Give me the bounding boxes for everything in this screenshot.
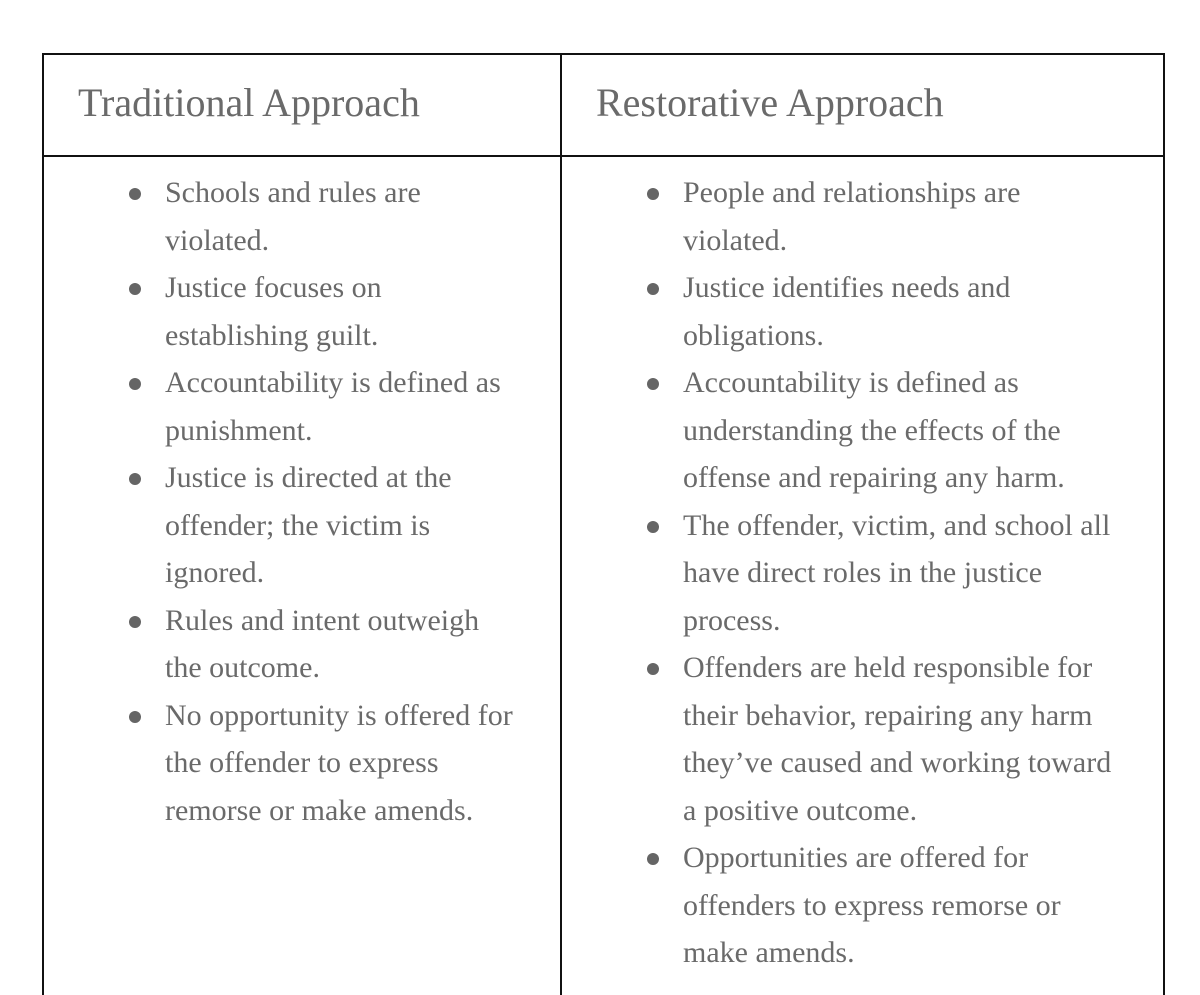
list-item: Rules and intent outweigh the outcome. [44, 597, 560, 692]
list-item-line: violated. [683, 223, 788, 257]
bullet-icon [647, 283, 659, 295]
bullet-icon [647, 520, 659, 533]
list-item: The offender, victim, and school all have… [562, 502, 1163, 645]
column-traditional: Traditional Approach Schools and rules a… [44, 55, 562, 995]
list-item-line: punishment. [165, 413, 313, 447]
list-item-line: offenders to express remorse or [683, 888, 1061, 922]
column-header-traditional: Traditional Approach [44, 55, 560, 157]
list-item-line: Justice is directed at the [165, 461, 452, 494]
bullet-icon [647, 853, 659, 865]
bullet-icon [129, 378, 141, 390]
list-item-line: No opportunity is offered for [165, 698, 513, 732]
bullet-icon [647, 378, 659, 390]
comparison-table: Traditional Approach Schools and rules a… [42, 53, 1165, 995]
list-item-line: Offenders are held responsible for [683, 651, 1093, 684]
column-header-restorative: Restorative Approach [562, 55, 1163, 157]
list-item: People and relationships are violated. [562, 169, 1163, 264]
list-item: Accountability is defined as punishment. [44, 359, 560, 454]
list-item-line: understanding the effects of the [683, 413, 1061, 447]
bullet-icon [129, 283, 141, 295]
list-item-line: offender; the victim is [165, 508, 431, 542]
bullet-icon [647, 188, 659, 200]
list-item-line: a positive outcome. [683, 793, 918, 827]
bullet-list-traditional: Schools and rules are violated. Justice fo… [44, 169, 560, 834]
list-item-line: Rules and intent outweigh [165, 603, 480, 637]
list-item-line: the outcome. [165, 651, 320, 684]
list-item-line: offense and repairing any harm. [683, 461, 1065, 494]
list-item-line: the offender to express [165, 746, 439, 779]
list-item-line: Opportunities are offered for [683, 841, 1029, 874]
list-item-line: ignored. [165, 556, 265, 589]
bullet-icon [129, 615, 141, 628]
list-item: Justice focuses on establishing guilt. [44, 264, 560, 359]
list-item: No opportunity is offered for the offende… [44, 692, 560, 835]
list-item-line: violated. [165, 223, 270, 257]
bullet-list-restorative: People and relationships are violated. Jus… [562, 169, 1163, 977]
list-item: Justice identifies needs and obligations. [562, 264, 1163, 359]
list-item-line: obligations. [683, 318, 824, 352]
list-item-line: Justice identifies needs and [683, 271, 1011, 304]
bullet-icon [129, 710, 141, 723]
list-item-line: Accountability is defined as [165, 366, 501, 399]
list-item-line: make amends. [683, 936, 855, 969]
list-item-line: establishing guilt. [165, 318, 379, 352]
list-item-line: they’ve caused and working toward [683, 746, 1112, 779]
list-item-line: Accountability is defined as [683, 366, 1019, 399]
list-item: Opportunities are offered for offenders t… [562, 834, 1163, 977]
column-restorative: Restorative Approach People and relation… [562, 55, 1163, 995]
bullet-icon [647, 663, 659, 675]
list-item-line: Schools and rules are [165, 176, 421, 209]
list-item-line: remorse or make amends. [165, 793, 474, 827]
list-item: Schools and rules are violated. [44, 169, 560, 264]
column-body-traditional: Schools and rules are violated. Justice fo… [44, 157, 560, 995]
list-item: Offenders are held responsible for their … [562, 644, 1163, 834]
bullet-icon [129, 188, 141, 200]
list-item-line: People and relationships are [683, 176, 1021, 209]
list-item: Justice is directed at the offender; the … [44, 454, 560, 597]
list-item: Accountability is defined as understandin… [562, 359, 1163, 502]
list-item-line: Justice focuses on [165, 271, 382, 304]
list-item-line: their behavior, repairing any harm [683, 698, 1093, 732]
list-item-line: process. [683, 603, 781, 637]
list-item-line: have direct roles in the justice [683, 556, 1043, 589]
list-item-line: The offender, victim, and school all [683, 508, 1111, 542]
column-body-restorative: People and relationships are violated. Jus… [562, 157, 1163, 995]
bullet-icon [129, 473, 141, 485]
